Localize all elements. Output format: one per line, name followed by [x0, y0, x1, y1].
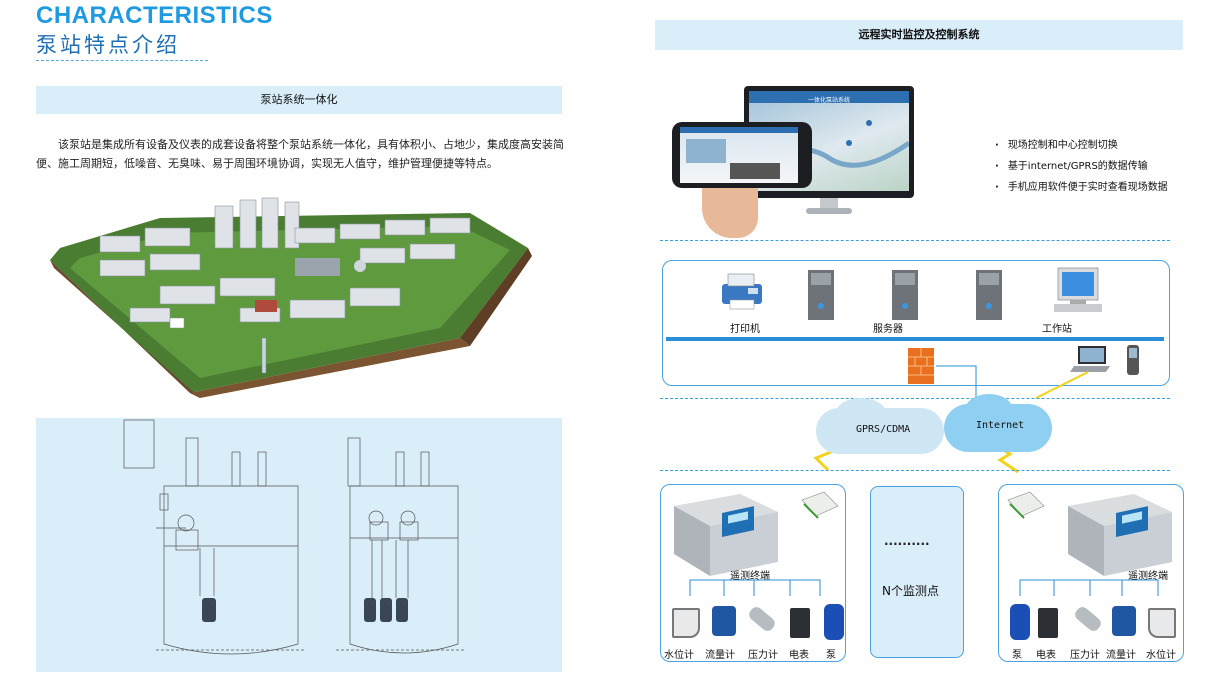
feature-item: 基于internet/GPRS的数据传输	[995, 156, 1168, 177]
section-title-integration: 泵站系统一体化	[260, 93, 338, 106]
firewall-icon	[908, 348, 934, 384]
feature-item: 现场控制和中心控制切换	[995, 135, 1168, 156]
server-icon	[976, 270, 1002, 320]
phone-screen-header	[680, 127, 798, 133]
feature-list: 现场控制和中心控制切换 基于internet/GPRS的数据传输 手机应用软件便…	[995, 135, 1168, 198]
internet-cloud-puff	[966, 394, 1012, 422]
printer-icon	[722, 273, 762, 310]
smartphone	[672, 122, 812, 188]
monitor-screen-title-bar: 一体化泵站系统	[749, 91, 909, 104]
water-level-meter-icon	[1148, 608, 1176, 638]
device-connector-lines-left	[689, 579, 821, 596]
pump-icon	[1010, 604, 1030, 640]
section-header-integration: 泵站系统一体化	[36, 86, 562, 114]
module-board-icon	[801, 491, 839, 519]
device-label-right: 泵	[1012, 650, 1022, 661]
divider-top	[660, 240, 1170, 241]
workstation-icon	[1054, 267, 1102, 312]
laptop-icon	[1070, 346, 1110, 372]
central-network-box	[662, 260, 1170, 386]
flow-meter-icon	[1112, 606, 1136, 636]
pump-station-community-illustration	[50, 197, 532, 398]
terminal-label-right: 遥测终端	[1128, 571, 1168, 582]
divider-middle	[660, 398, 1170, 399]
device-label-left: 泵	[826, 650, 836, 661]
device-label-left: 压力计	[748, 650, 778, 661]
device-label-right: 压力计	[1070, 650, 1100, 661]
phone-screen-video	[730, 163, 780, 179]
monitoring-point-left	[660, 484, 846, 662]
section-header-remote-monitoring: 远程实时监控及控制系统	[655, 20, 1183, 50]
section-title-remote-monitoring: 远程实时监控及控制系统	[858, 28, 980, 41]
printer-label: 打印机	[730, 324, 760, 335]
internet-cloud-label: Internet	[976, 420, 1025, 431]
electric-meter-icon	[1038, 608, 1058, 638]
device-label-right: 流量计	[1106, 650, 1136, 661]
monitoring-point-right	[998, 484, 1184, 662]
monitor-stand	[820, 198, 838, 208]
workstation-label: 工作站	[1042, 324, 1072, 335]
device-connector-lines-right	[1019, 579, 1159, 596]
electric-meter-icon	[790, 608, 810, 638]
device-label-right: 电表	[1036, 650, 1056, 661]
server-icon	[808, 270, 834, 320]
feature-item: 手机应用软件便于实时查看现场数据	[995, 177, 1168, 198]
divider-bottom	[660, 470, 1170, 471]
server-icon	[892, 270, 918, 320]
dots-separator: ..........	[884, 534, 930, 548]
smartphone-screen	[680, 127, 798, 183]
tank-section-drawings	[123, 419, 466, 655]
description-paragraph: 该泵站是集成所有设备及仪表的成套设备将整个泵站系统一体化，具有体积小、占地少，集…	[36, 138, 564, 170]
gprs-cloud-label: GPRS/CDMA	[856, 424, 911, 435]
water-level-meter-icon	[672, 608, 700, 638]
device-label-left: 电表	[789, 650, 809, 661]
n-monitoring-points-box	[870, 486, 964, 658]
title-english: CHARACTERISTICS	[36, 2, 273, 29]
server-label: 服务器	[873, 324, 903, 335]
flow-meter-icon	[712, 606, 736, 636]
title-chinese: 泵站特点介绍	[36, 33, 180, 57]
terminal-label-left: 遥测终端	[730, 571, 770, 582]
phone-screen-panel	[686, 139, 726, 163]
title-underline	[36, 60, 208, 61]
device-label-left: 水位计	[664, 650, 694, 661]
telemetry-terminal-device	[1068, 494, 1172, 576]
monitor-screen-title: 一体化泵站系统	[807, 97, 850, 104]
device-label-right: 水位计	[1146, 650, 1176, 661]
telemetry-terminal-device	[674, 494, 778, 576]
module-board-icon	[1007, 491, 1045, 519]
device-label-left: 流量计	[705, 650, 735, 661]
n-monitoring-points-label: N个监测点	[882, 584, 939, 598]
pump-icon	[824, 604, 844, 640]
gprs-cloud-puff	[836, 398, 886, 428]
network-bus-line	[666, 337, 1164, 341]
monitor-base	[806, 208, 852, 214]
handheld-device-icon	[1127, 345, 1139, 375]
